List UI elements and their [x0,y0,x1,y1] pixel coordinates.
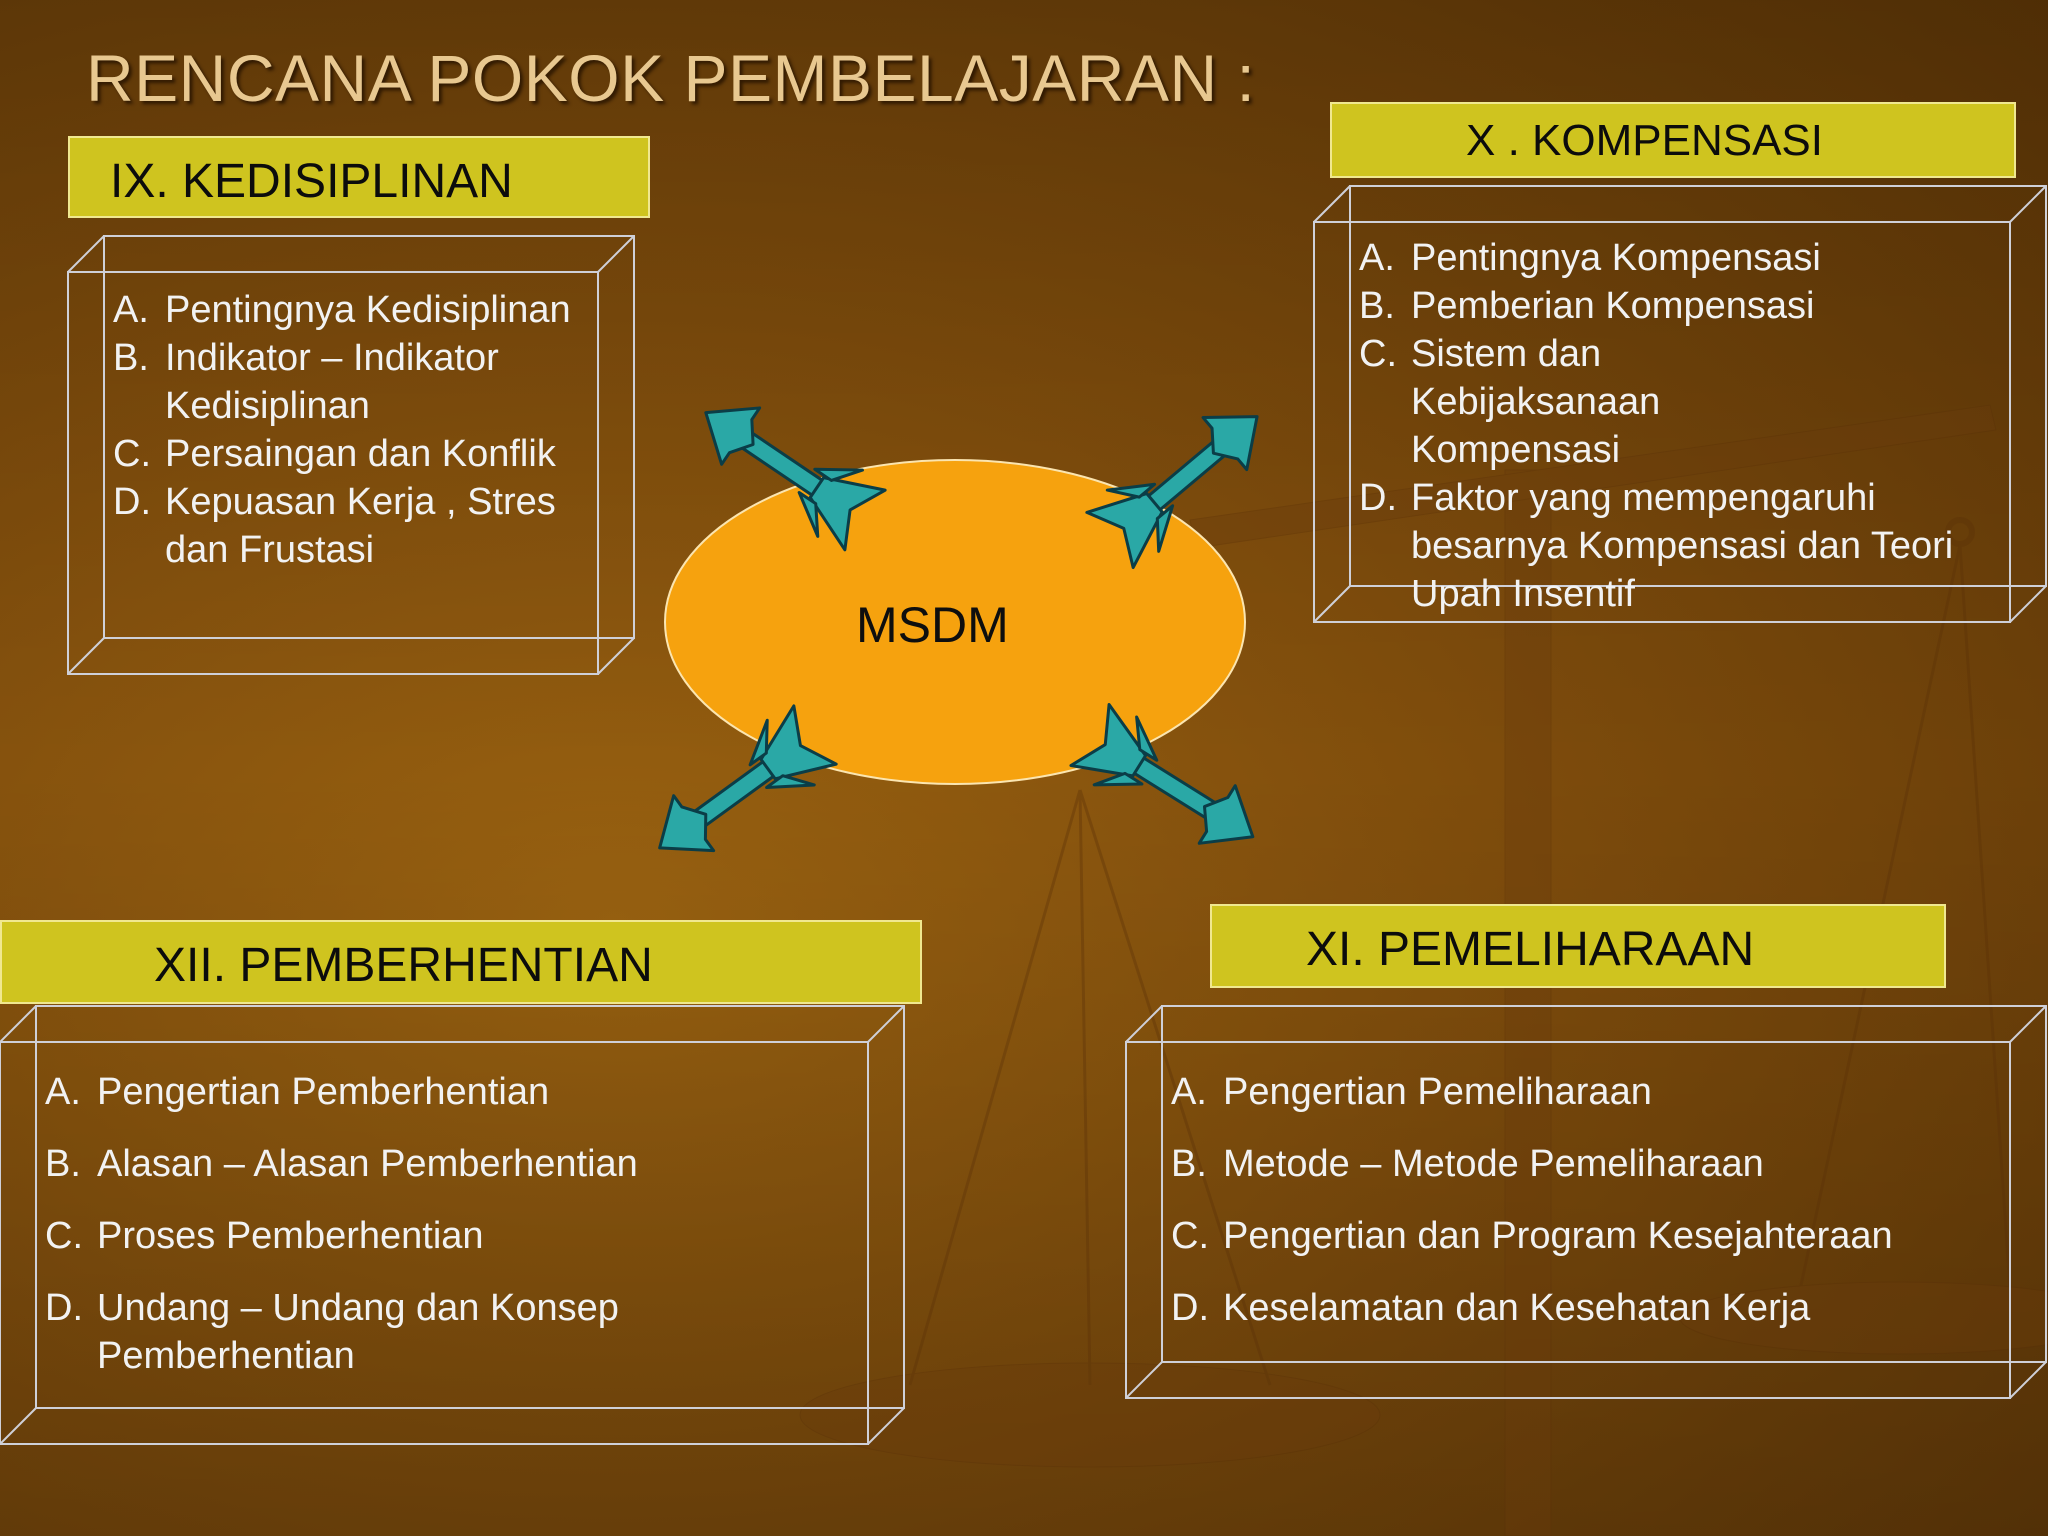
item-letter: D. [1359,477,1397,519]
item-letter: A. [113,289,149,331]
item-letter: C. [1359,333,1397,375]
page-title: RENCANA POKOK PEMBELAJARAN : [86,41,1256,115]
box-kedisiplinan: A. Pentingnya Kedisiplinan B. Indikator – … [67,235,635,676]
list-item: C. Proses Pemberhentian [45,1200,665,1272]
item-letter: B. [1171,1143,1207,1185]
item-letter: C. [1171,1215,1209,1257]
heading-text: XII. PEMBERHENTIAN [154,939,653,992]
list-item: D. Kepuasan Kerja , Stres dan Frustasi [113,478,583,574]
center-label: MSDM [856,597,1009,653]
item-text: Alasan – Alasan Pemberhentian [97,1143,638,1185]
item-letter: D. [45,1287,83,1329]
box-kompensasi: A. Pentingnya Kompensasi B. Pemberian Komp… [1313,185,2048,624]
item-letter: A. [1359,237,1395,279]
item-text: Pengertian dan Program Kesejahteraan [1223,1215,1893,1257]
list-item: B. Indikator – Indikator Kedisiplinan [113,334,583,430]
item-text: Keselamatan dan Kesehatan Kerja [1223,1287,1811,1329]
item-text: Pengertian Pemberhentian [97,1071,550,1113]
list-item: A. Pentingnya Kedisiplinan [113,286,583,334]
header-pemeliharaan: XI. PEMELIHARAAN [1210,904,1946,988]
list-pemberhentian: A. Pengertian Pemberhentian B. Alasan – Al… [45,1056,665,1380]
list-item: D. Faktor yang mempengaruhi besarnya Komp… [1359,474,2019,618]
list-item: B. Metode – Metode Pemeliharaan [1171,1128,2031,1200]
list-item: D. Keselamatan dan Kesehatan Kerja [1171,1272,2031,1344]
list-kedisiplinan: A. Pentingnya Kedisiplinan B. Indikator – … [113,286,583,574]
heading-text: X . KOMPENSASI [1466,116,1823,165]
item-text: Persaingan dan Konflik [165,433,556,475]
list-item: A. Pengertian Pemeliharaan [1171,1056,2031,1128]
item-text: Metode – Metode Pemeliharaan [1223,1143,1764,1185]
item-letter: D. [113,481,151,523]
header-pemberhentian: XII. PEMBERHENTIAN [0,920,922,1004]
item-letter: A. [45,1071,81,1113]
list-item: C. Persaingan dan Konflik [113,430,583,478]
list-item: A. Pentingnya Kompensasi [1359,234,2019,282]
heading-text: IX. KEDISIPLINAN [110,155,513,208]
msdm-ellipse [664,459,1246,785]
list-item: B. Alasan – Alasan Pemberhentian [45,1128,665,1200]
item-text: Pentingnya Kompensasi [1411,237,1821,279]
box-outline [1313,185,2047,623]
item-letter: A. [1171,1071,1207,1113]
item-text: Indikator – Indikator Kedisiplinan [165,337,499,427]
item-text: Pengertian Pemeliharaan [1223,1071,1652,1113]
list-item: C. Pengertian dan Program Kesejahteraan [1171,1200,2031,1272]
item-letter: C. [45,1215,83,1257]
item-text: Faktor yang mempengaruhi besarnya Kompen… [1411,477,1954,615]
box-pemberhentian: A. Pengertian Pemberhentian B. Alasan – Al… [0,1005,906,1446]
item-letter: B. [1359,285,1395,327]
box-pemeliharaan: A. Pengertian Pemeliharaan B. Metode – Met… [1125,1005,2048,1400]
item-text: Sistem dan Kebijaksanaan Kompensasi [1411,333,1661,471]
item-letter: D. [1171,1287,1209,1329]
list-item: D. Undang – Undang dan Konsep Pemberhenti… [45,1272,665,1380]
list-item: C. Sistem dan Kebijaksanaan Kompensasi [1359,330,2019,474]
item-text: Proses Pemberhentian [97,1215,484,1257]
header-kedisiplinan: IX. KEDISIPLINAN [68,136,650,218]
box-outline [0,1005,905,1445]
list-pemeliharaan: A. Pengertian Pemeliharaan B. Metode – Met… [1171,1056,2031,1344]
item-text: Undang – Undang dan Konsep Pemberhentian [97,1287,619,1377]
item-text: Pentingnya Kedisiplinan [165,289,571,331]
box-outline [67,235,635,675]
item-letter: B. [113,337,149,379]
item-letter: B. [45,1143,81,1185]
box-outline [1125,1005,2047,1399]
list-kompensasi: A. Pentingnya Kompensasi B. Pemberian Komp… [1359,234,2019,618]
heading-text: XI. PEMELIHARAAN [1306,923,1755,976]
list-item: A. Pengertian Pemberhentian [45,1056,665,1128]
item-letter: C. [113,433,151,475]
item-text: Kepuasan Kerja , Stres dan Frustasi [165,481,556,571]
item-text: Pemberian Kompensasi [1411,285,1815,327]
header-kompensasi: X . KOMPENSASI [1330,102,2016,178]
list-item: B. Pemberian Kompensasi [1359,282,2019,330]
